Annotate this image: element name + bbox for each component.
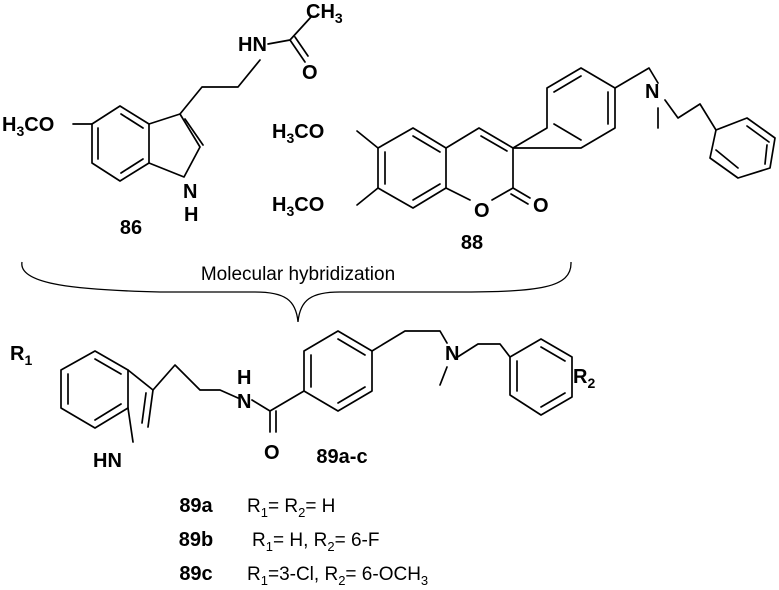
r1-label-89: R1 — [10, 343, 32, 368]
row-id-89a: 89a — [179, 495, 213, 517]
process-label: Molecular hybridization — [201, 264, 395, 285]
ring-oxygen-label-88: O — [474, 200, 490, 222]
methyl-label-86: CH3 — [306, 1, 343, 26]
table-row-89b: 89b R1= H, R2= 6-F — [179, 529, 380, 554]
amide-n-label-89: N — [237, 391, 251, 413]
amide-oxygen-label-89: O — [264, 442, 280, 464]
substituent-table: 89a R1= R2= H 89b R1= H, R2= 6-F 89c R1=… — [179, 495, 428, 588]
amine-n-label-89: N — [445, 343, 459, 365]
table-row-89c: 89c R1=3-Cl, R2= 6-OCH3 — [179, 563, 428, 588]
methoxy-label-88-bottom: H3CO — [272, 194, 324, 219]
row-text-89c: R1=3-Cl, R2= 6-OCH3 — [247, 564, 428, 588]
compound-id-89: 89a-c — [316, 446, 367, 468]
indole-n-label-86: N — [183, 181, 197, 203]
compound-id-86: 86 — [120, 217, 142, 239]
row-text-89b: R1= H, R2= 6-F — [252, 530, 379, 554]
methoxy-label-86: H3CO — [2, 114, 54, 139]
compound-id-88: 88 — [461, 232, 483, 254]
row-text-89a: R1= R2= H — [247, 496, 335, 520]
carbonyl-oxygen-label-88: O — [533, 195, 549, 217]
indole-hn-label-89: HN — [93, 450, 122, 472]
methoxy-label-88-top: H3CO — [272, 121, 324, 146]
carbonyl-oxygen-label-86: O — [302, 62, 318, 84]
amide-nh-label-86: HN — [238, 34, 267, 56]
row-id-89b: 89b — [179, 529, 213, 551]
amine-n-label-88: N — [645, 81, 659, 103]
amide-h-label-89: H — [237, 367, 251, 389]
indole-h-label-86: H — [184, 204, 198, 226]
row-id-89c: 89c — [179, 563, 212, 585]
hybridization-bracket — [21, 261, 572, 323]
compound-88-structure — [356, 67, 776, 209]
table-row-89a: 89a R1= R2= H — [179, 495, 335, 520]
compound-86-structure — [72, 16, 312, 182]
compound-89-structure — [60, 330, 573, 443]
r2-label-89: R2 — [573, 366, 595, 391]
